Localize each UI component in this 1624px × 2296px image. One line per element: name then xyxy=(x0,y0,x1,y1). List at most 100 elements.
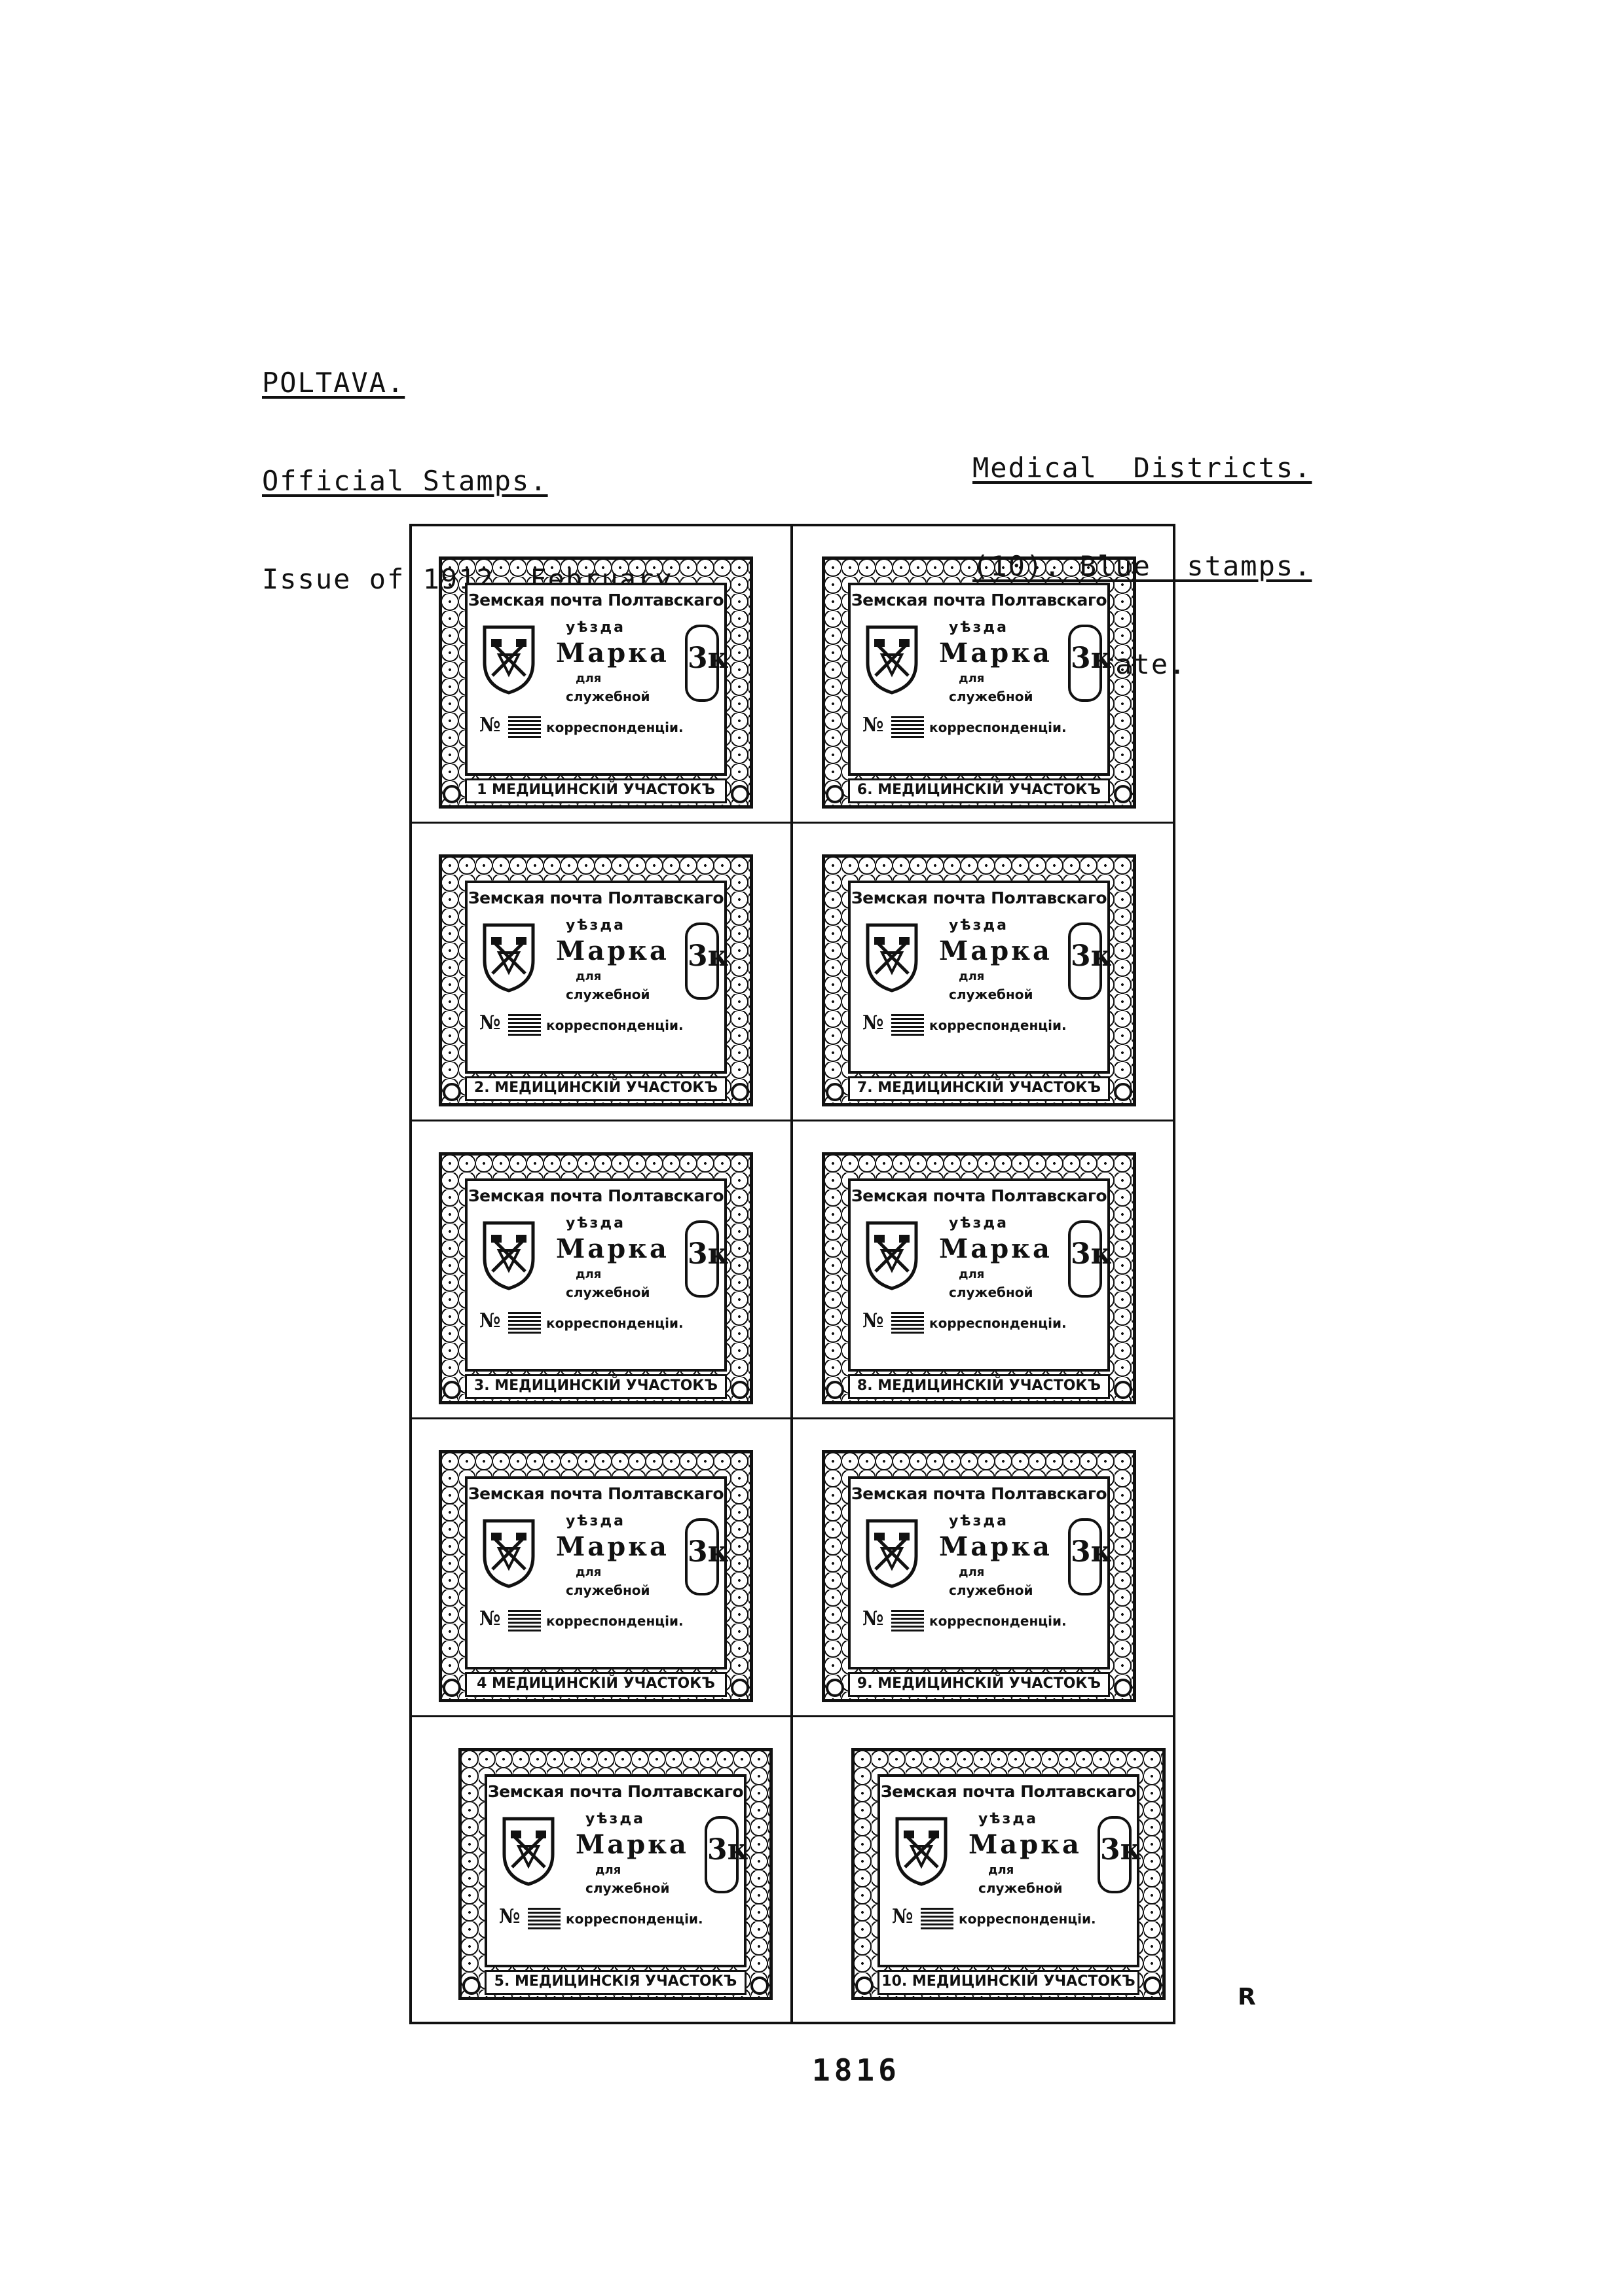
corner-ornament xyxy=(826,785,844,803)
corner-ornament xyxy=(443,1679,461,1697)
header-title: POLTAVA. xyxy=(262,367,405,399)
stamp-dlya: для xyxy=(959,1267,985,1281)
number-sign: № xyxy=(862,1309,884,1332)
stamp-uezd: уѣзда xyxy=(949,1215,1008,1231)
coat-of-arms-icon xyxy=(866,1519,918,1588)
stamp-korrespondentsii: корреспонденцiи. xyxy=(929,1315,1067,1331)
corner-ornament xyxy=(855,1977,874,1995)
stamp-sluzhebnoi: служебной xyxy=(949,1285,1033,1300)
stamp-uezd: уѣзда xyxy=(949,917,1008,934)
stamp-panel: Земская почта Полтавскаго уѣзда Марка дл… xyxy=(848,583,1111,776)
stamp-district-8: Земская почта Полтавскаго уѣзда Марка дл… xyxy=(822,1152,1136,1404)
corner-ornament xyxy=(462,1977,481,1995)
sheet-row-divider-1 xyxy=(409,822,1175,824)
number-sign: № xyxy=(479,1607,501,1630)
coat-of-arms-icon xyxy=(866,1221,918,1290)
stamp-district-label: 6. МЕДИЦИНСКIЙ УЧАСТОКЪ xyxy=(848,778,1110,803)
stamp-district-label: 8. МЕДИЦИНСКIЙ УЧАСТОКЪ xyxy=(848,1374,1110,1399)
stamp-panel: Земская почта Полтавскаго уѣзда Марка дл… xyxy=(877,1774,1141,1967)
stamp-dlya: для xyxy=(988,1863,1014,1877)
number-sign: № xyxy=(479,1309,501,1332)
sheet-row-divider-4 xyxy=(409,1715,1175,1717)
number-sign: № xyxy=(862,714,884,737)
stamp-korrespondentsii: корреспонденцiи. xyxy=(546,1017,684,1033)
serial-lines xyxy=(891,1014,924,1036)
corner-ornament xyxy=(826,1679,844,1697)
number-sign: № xyxy=(479,1011,501,1034)
sheet-center-divider xyxy=(790,524,793,2023)
corner-ornament xyxy=(1143,1977,1162,1995)
stamp-value: 3к xyxy=(1098,1816,1141,1893)
corner-ornament xyxy=(1114,1679,1132,1697)
serial-lines xyxy=(508,1610,541,1632)
sheet-row-divider-3 xyxy=(409,1417,1175,1419)
stamp-marka: Марка xyxy=(556,638,669,668)
corner-ornament xyxy=(1114,785,1132,803)
stamp-marka: Марка xyxy=(939,1233,1052,1264)
stamp-sluzhebnoi: служебной xyxy=(949,689,1033,704)
stamp-panel: Земская почта Полтавскаго уѣзда Марка дл… xyxy=(485,1774,748,1967)
stamp-district-label: 1 МЕДИЦИНСКIЙ УЧАСТОКЪ xyxy=(465,778,727,803)
number-sign: № xyxy=(892,1905,913,1928)
stamp-uezd: уѣзда xyxy=(585,1811,645,1827)
coat-of-arms-icon xyxy=(483,1519,535,1588)
stamp-marka: Марка xyxy=(556,936,669,966)
corner-ornament xyxy=(1114,1381,1132,1399)
stamp-value: 3к xyxy=(685,922,728,1000)
corner-ornament xyxy=(731,1083,749,1101)
serial-lines xyxy=(528,1908,561,1930)
stamp-korrespondentsii: корреспонденцiи. xyxy=(959,1911,1096,1927)
sheet-row-divider-2 xyxy=(409,1120,1175,1121)
corner-ornament xyxy=(1114,1083,1132,1101)
corner-ornament xyxy=(826,1381,844,1399)
stamp-uezd: уѣзда xyxy=(566,619,625,636)
stamp-panel: Земская почта Полтавскаго уѣзда Марка дл… xyxy=(465,583,728,776)
stamp-district-label: 3. МЕДИЦИНСКIЙ УЧАСТОКЪ xyxy=(465,1374,727,1399)
stamp-top-line: Земская почта Полтавскаго xyxy=(851,591,1107,610)
stamp-district-3: Земская почта Полтавскаго уѣзда Марка дл… xyxy=(439,1152,753,1404)
stamp-korrespondentsii: корреспонденцiи. xyxy=(566,1911,703,1927)
coat-of-arms-icon xyxy=(866,923,918,993)
stamp-marka: Марка xyxy=(556,1531,669,1562)
stamp-sluzhebnoi: служебной xyxy=(949,987,1033,1002)
stamp-district-label: 9. МЕДИЦИНСКIЙ УЧАСТОКЪ xyxy=(848,1672,1110,1697)
stamp-uezd: уѣзда xyxy=(566,1513,625,1529)
stamp-uezd: уѣзда xyxy=(949,1513,1008,1529)
stamp-panel: Земская почта Полтавскаго уѣзда Марка дл… xyxy=(848,881,1111,1074)
stamp-top-line: Земская почта Полтавскаго xyxy=(468,591,724,610)
corner-ornament xyxy=(443,785,461,803)
stamp-dlya: для xyxy=(576,672,602,685)
stamp-panel: Земская почта Полтавскаго уѣзда Марка дл… xyxy=(465,881,728,1074)
serial-lines xyxy=(891,716,924,738)
stamp-top-line: Земская почта Полтавскаго xyxy=(851,1484,1107,1503)
serial-lines xyxy=(891,1610,924,1632)
stamp-district-label: 4 МЕДИЦИНСКIЙ УЧАСТОКЪ xyxy=(465,1672,727,1697)
stamp-dlya: для xyxy=(959,672,985,685)
stamp-marka: Марка xyxy=(939,1531,1052,1562)
stamp-korrespondentsii: корреспонденцiи. xyxy=(929,1017,1067,1033)
coat-of-arms-icon xyxy=(483,923,535,993)
stamp-district-2: Земская почта Полтавскаго уѣзда Марка дл… xyxy=(439,854,753,1106)
serial-lines xyxy=(891,1312,924,1334)
stamp-sluzhebnoi: служебной xyxy=(949,1582,1033,1598)
header-subtitle: Official Stamps. xyxy=(262,465,548,497)
stamp-district-9: Земская почта Полтавскаго уѣзда Марка дл… xyxy=(822,1450,1136,1702)
stamp-uezd: уѣзда xyxy=(566,1215,625,1231)
coat-of-arms-icon xyxy=(483,625,535,695)
stamp-top-line: Земская почта Полтавскаго xyxy=(487,1782,744,1801)
stamp-sluzhebnoi: служебной xyxy=(566,1285,650,1300)
stamp-dlya: для xyxy=(595,1863,621,1877)
stamp-dlya: для xyxy=(576,1565,602,1579)
stamp-marka: Марка xyxy=(969,1829,1082,1860)
sheet-right-border xyxy=(1173,524,1175,2023)
stamp-panel: Земская почта Полтавскаго уѣзда Марка дл… xyxy=(848,1476,1111,1669)
stamp-korrespondentsii: корреспонденцiи. xyxy=(929,720,1067,735)
stamp-top-line: Земская почта Полтавскаго xyxy=(468,888,724,907)
number-sign: № xyxy=(479,714,501,737)
sheet-bottom-border xyxy=(409,2022,1175,2024)
serial-lines xyxy=(921,1908,953,1930)
coat-of-arms-icon xyxy=(866,625,918,695)
corner-ornament xyxy=(443,1381,461,1399)
stamp-marka: Марка xyxy=(939,638,1052,668)
stamp-sluzhebnoi: служебной xyxy=(566,1582,650,1598)
